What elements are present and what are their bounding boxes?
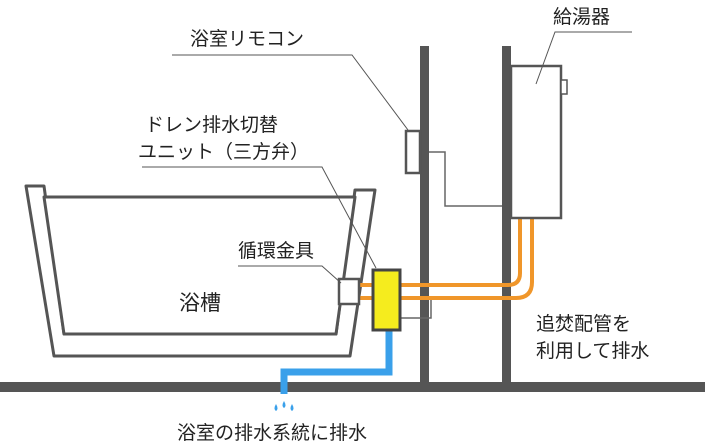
fitting-thin-line bbox=[399, 300, 432, 319]
remote-label: 浴室リモコン bbox=[190, 28, 304, 50]
water-drop bbox=[282, 401, 286, 408]
heater-label: 給湯器 bbox=[553, 6, 610, 28]
drain-unit-label-line2: ユニット（三方弁） bbox=[138, 141, 309, 163]
reheat-label-line1: 追焚配管を bbox=[536, 313, 631, 335]
circulation-fitting bbox=[337, 277, 361, 306]
water-heater bbox=[509, 64, 563, 220]
wall-right bbox=[502, 46, 511, 384]
reheat-pipe-upper bbox=[358, 216, 522, 287]
fitting-label: 循環金具 bbox=[238, 240, 314, 262]
drain-destination-label: 浴室の排水系統に排水 bbox=[177, 422, 367, 444]
drain-unit-label-line1: ドレン排水切替 bbox=[145, 114, 278, 136]
wall-left bbox=[420, 46, 429, 384]
reheat-pipe-lower bbox=[358, 216, 534, 300]
leader-heater bbox=[535, 31, 632, 85]
bath-remote bbox=[404, 129, 422, 175]
reheat-label-line2: 利用して排水 bbox=[536, 340, 649, 362]
water-heater-knob bbox=[560, 79, 568, 95]
leader-fitting bbox=[238, 265, 342, 284]
water-drop bbox=[274, 404, 278, 411]
drain-pipe bbox=[280, 330, 393, 394]
three-way-valve bbox=[371, 268, 402, 332]
leader-remote bbox=[172, 54, 409, 131]
leader-drain-unit bbox=[142, 166, 377, 269]
bathtub-basin bbox=[42, 195, 357, 336]
bathtub-label: 浴槽 bbox=[179, 291, 221, 315]
water-drop bbox=[290, 404, 294, 411]
floor bbox=[0, 382, 705, 392]
remote-cable bbox=[429, 151, 502, 207]
